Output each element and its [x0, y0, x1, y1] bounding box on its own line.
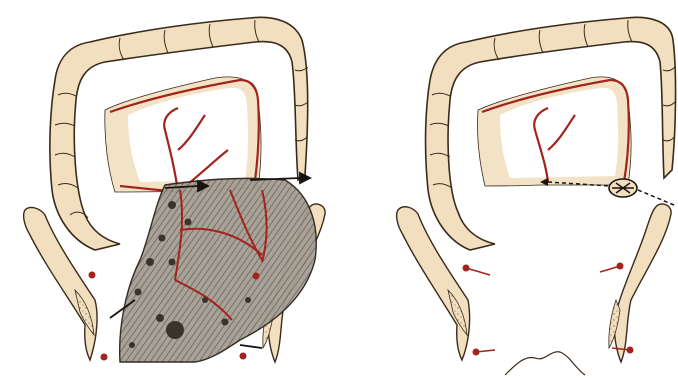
resection-specimen: [120, 178, 317, 362]
left-panel: [24, 17, 325, 362]
ligature-ties-right: [466, 266, 630, 352]
perineal-outline: [505, 352, 585, 375]
ligature-points-right: [463, 263, 634, 356]
pelvic-bone-right-right-panel: [614, 204, 671, 362]
right-panel: [397, 17, 676, 375]
